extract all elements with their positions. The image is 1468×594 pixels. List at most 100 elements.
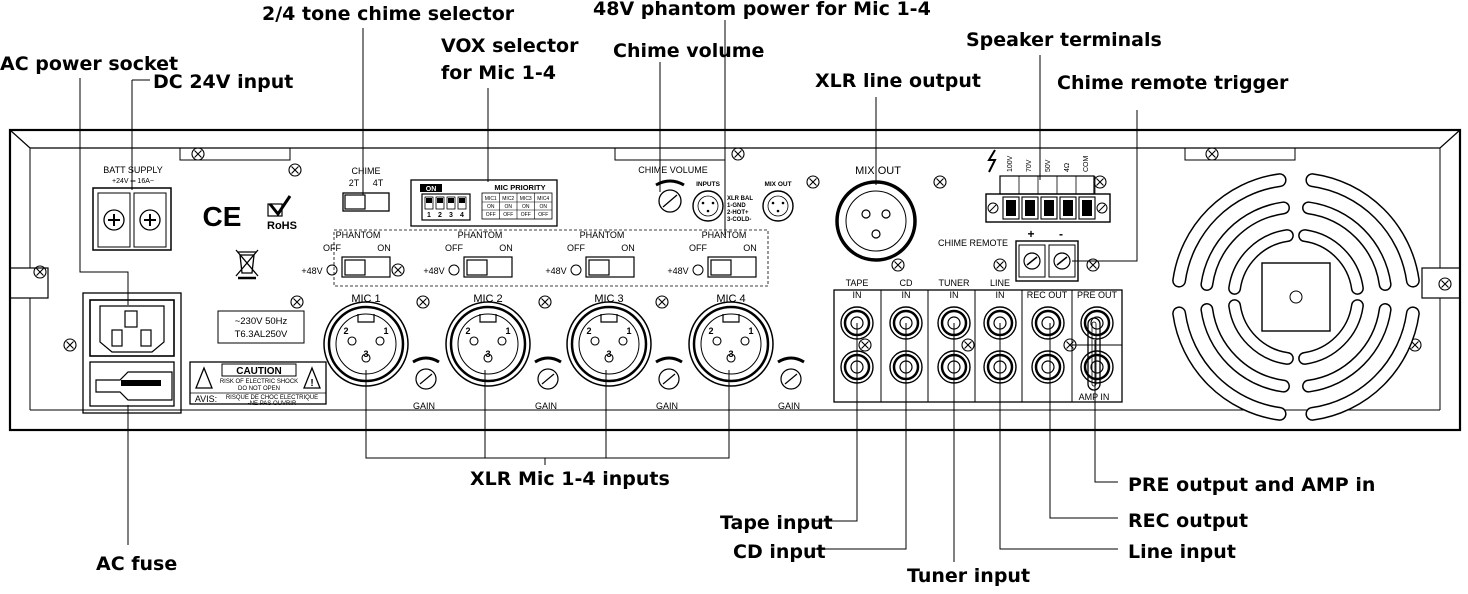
chassis xyxy=(8,128,1462,432)
phantom-48v-label: +48V xyxy=(423,266,444,276)
screw-icon xyxy=(33,265,47,279)
rca-input-label: LINE xyxy=(990,278,1010,288)
screw-icon xyxy=(290,295,304,309)
svg-text:CHIME VOLUME: CHIME VOLUME xyxy=(638,165,708,175)
ac-fuse-holder[interactable] xyxy=(89,361,175,407)
priority-col-label: MIC1 xyxy=(485,196,497,202)
phantom-label: PHANTOM xyxy=(336,230,381,240)
panel-screws xyxy=(33,147,1452,352)
xlr-bal-line: 3-COLD- xyxy=(727,217,751,223)
svg-text:RISQUE DE CHOC ELECTRIQUE: RISQUE DE CHOC ELECTRIQUE xyxy=(226,395,318,401)
pin-label: 1 xyxy=(505,326,510,336)
pin-label: 1 xyxy=(626,326,631,336)
callout-chime-remote-trigger: Chime remote trigger xyxy=(1057,72,1289,94)
chime-volume-knob[interactable]: CHIME VOLUME xyxy=(638,165,708,213)
phantom-on-label: ON xyxy=(621,243,635,253)
svg-text:INPUTS: INPUTS xyxy=(696,181,721,188)
priority-on-label: ON xyxy=(487,204,495,210)
ac-inlet[interactable] xyxy=(82,292,182,414)
screw-icon xyxy=(993,258,1007,272)
dip-key-number: 4 xyxy=(460,212,464,219)
svg-text:RoHS: RoHS xyxy=(267,220,297,232)
speaker-terminal[interactable] xyxy=(1002,196,1020,220)
rca-jack[interactable] xyxy=(1031,350,1065,384)
xlr-mix-out-connector[interactable]: MIX OUT xyxy=(835,165,917,262)
chime-remote-terminal[interactable]: CHIME REMOTE + - xyxy=(938,227,1079,282)
phantom-label: PHANTOM xyxy=(458,230,503,240)
svg-text:ON: ON xyxy=(426,186,437,193)
phantom-off-label: OFF xyxy=(689,243,707,253)
chime-selector-switch[interactable]: CHIME 2T 4T xyxy=(342,166,390,212)
callout-lines xyxy=(79,20,1138,562)
pin-label: 3 xyxy=(485,349,490,359)
caution-label: ! CAUTION RISK OF ELECTRIC SHOCK DO NOT … xyxy=(189,361,327,407)
rca-input-label: TUNER xyxy=(939,278,970,288)
callout-vox-selector-2: for Mic 1-4 xyxy=(441,62,556,84)
phantom-label: PHANTOM xyxy=(702,230,747,240)
svg-text:4T: 4T xyxy=(373,178,384,188)
pre-out-amp-in-jumper[interactable] xyxy=(1087,317,1101,391)
rec-out-label: REC OUT xyxy=(1027,290,1068,300)
callout-line-input: Line input xyxy=(1128,541,1236,563)
pin-label: 2 xyxy=(465,326,470,336)
callout-xlr-mic-inputs: XLR Mic 1-4 inputs xyxy=(470,468,670,490)
callout-labels: AC power socket DC 24V input 2/4 tone ch… xyxy=(0,0,1375,587)
pin-label: 2 xyxy=(708,326,713,336)
priority-off-label: OFF xyxy=(503,212,513,218)
screw-icon xyxy=(538,295,552,309)
speaker-terminal[interactable] xyxy=(1021,196,1039,220)
dip-key-number: 1 xyxy=(427,212,431,219)
screw-icon xyxy=(191,147,205,161)
gain-knob[interactable] xyxy=(777,356,805,390)
link-inputs-jack[interactable]: INPUTS xyxy=(692,181,724,222)
speaker-terminal[interactable] xyxy=(1059,196,1077,220)
gain-knob[interactable] xyxy=(534,356,562,390)
gain-knob[interactable] xyxy=(412,356,440,390)
callout-vox-selector-1: VOX selector xyxy=(441,35,579,57)
phantom-off-label: OFF xyxy=(323,243,341,253)
phantom-label: PHANTOM xyxy=(580,230,625,240)
speaker-terminal[interactable] xyxy=(1078,196,1096,220)
weee-bin-icon xyxy=(235,249,259,280)
speaker-terminal-label: 70V xyxy=(1026,159,1033,172)
rca-input-label: IN xyxy=(950,290,959,300)
rca-jack[interactable] xyxy=(1080,350,1114,384)
gain-knob[interactable] xyxy=(655,356,683,390)
svg-text:MIC PRIORITY: MIC PRIORITY xyxy=(494,183,545,192)
speaker-terminal-label: 100V xyxy=(1007,155,1014,172)
svg-text:RISK OF ELECTRIC SHOCK: RISK OF ELECTRIC SHOCK xyxy=(220,379,298,385)
callout-speaker-terminals: Speaker terminals xyxy=(966,29,1162,51)
speaker-terminal[interactable] xyxy=(1040,196,1058,220)
lightning-icon xyxy=(987,149,997,173)
screw-icon xyxy=(391,263,405,277)
priority-on-label: ON xyxy=(540,204,548,210)
xlr-bal-line: XLR BAL xyxy=(727,196,753,202)
svg-text:+: + xyxy=(1027,227,1034,241)
rca-jack[interactable] xyxy=(1031,306,1065,340)
rca-jack[interactable] xyxy=(1080,306,1114,340)
priority-col-label: MIC4 xyxy=(537,196,549,202)
shock-warning-icon xyxy=(195,366,213,389)
link-mix-out-jack[interactable]: MIX OUT xyxy=(762,181,794,222)
exclamation-warning-icon xyxy=(303,366,321,389)
priority-on-label: ON xyxy=(505,204,513,210)
screw-icon xyxy=(1438,277,1452,291)
speaker-terminal-label: 50V xyxy=(1045,159,1052,172)
svg-text:CHIME REMOTE: CHIME REMOTE xyxy=(938,238,1008,248)
phantom-led-icon xyxy=(326,264,338,276)
rohs-mark: RoHS xyxy=(267,195,297,232)
screw-icon xyxy=(961,338,975,352)
screw-icon xyxy=(933,175,947,189)
phantom-on-label: ON xyxy=(499,243,513,253)
screw-icon xyxy=(63,338,77,352)
